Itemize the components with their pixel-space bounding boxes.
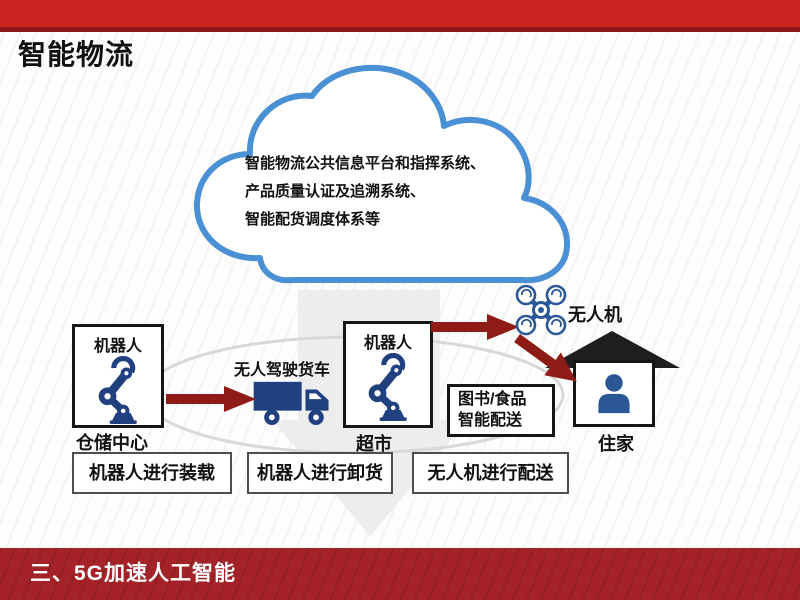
top-red-bar: [0, 0, 800, 32]
robot-label: 机器人: [93, 338, 142, 355]
warehouse-robot-box: 机器人: [72, 324, 164, 428]
delivery-tag-line: 智能配送: [458, 412, 523, 429]
delivery-tag-line: 图书/食品: [458, 391, 527, 408]
step-box-unloading: 机器人进行卸货: [247, 452, 393, 494]
home-caption: 住家: [598, 434, 634, 454]
roof-icon: [545, 331, 680, 368]
supermarket-robot-box: 机器人: [343, 321, 433, 428]
truck-icon: [253, 381, 329, 426]
cloud-shape: [193, 64, 571, 284]
page-title: 智能物流: [18, 39, 135, 70]
red-arrow-icon: [514, 333, 577, 382]
cloud-text-block: 智能物流公共信息平台和指挥系统、 产品质量认证及追溯系统、 智能配货调度体系等: [245, 150, 515, 234]
person-icon: [598, 374, 630, 414]
drone-label: 无人机: [568, 305, 622, 325]
delivery-tag-box: 图书/食品 智能配送: [447, 384, 555, 437]
step-box-loading: 机器人进行装载: [72, 452, 232, 494]
cloud-text-line: 产品质量认证及追溯系统、: [245, 183, 426, 200]
robot-label: 机器人: [363, 335, 412, 352]
robot-arm-icon: [368, 352, 407, 421]
red-arrow-icon: [166, 386, 256, 412]
footer-title: 三、5G加速人工智能: [30, 562, 237, 585]
red-arrow-icon: [431, 314, 519, 340]
footer-red-bar: 三、5G加速人工智能: [0, 548, 800, 600]
truck-label: 无人驾驶货车: [234, 362, 331, 379]
cloud-text-line: 智能配货调度体系等: [245, 211, 381, 228]
home-box: [573, 360, 655, 427]
robot-arm-icon: [98, 355, 137, 424]
cloud-text-line: 智能物流公共信息平台和指挥系统、: [245, 155, 486, 172]
warehouse-caption: 仓储中心: [76, 433, 148, 453]
quadcopter-icon: [515, 284, 567, 336]
supermarket-caption: 超市: [356, 434, 392, 454]
step-box-delivery: 无人机进行配送: [412, 452, 569, 494]
